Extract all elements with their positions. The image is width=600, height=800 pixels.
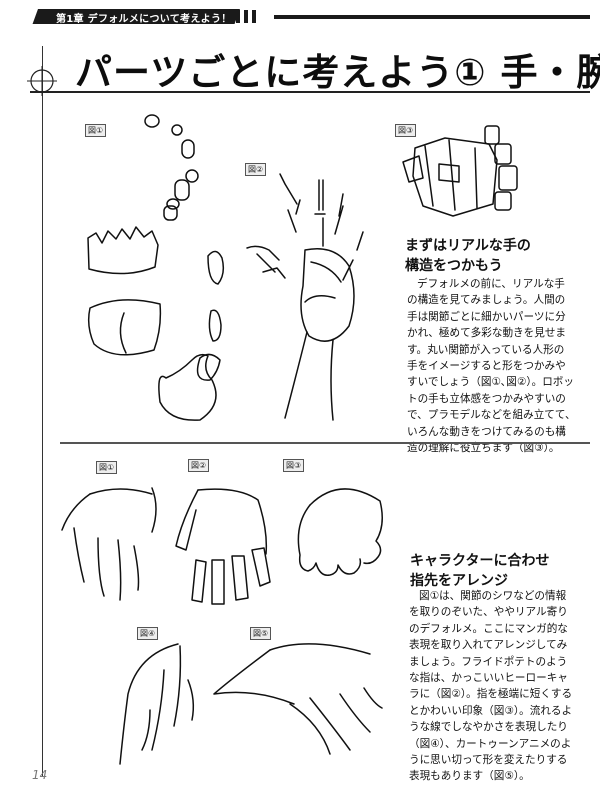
section1-heading: まずはリアルな手の 構造をつかもう [405,236,531,276]
section1-body: デフォルメの前に、リアルな手 の構造を見てみましょう。人間の 手は関節ごとに細か… [407,276,576,456]
body-line: で、プラモデルなどを組み立てて、 [407,409,576,422]
body-line: ラに（図②）。指を極端に短くする [409,688,573,701]
body-line: 手は関節ごとに細かいパーツに分 [407,310,566,323]
header-rule [274,15,590,19]
section2-heading: キャラクターに合わせ 指先をアレンジ [410,551,549,591]
cartoon-hand-illustration [213,643,383,755]
header-stripe [252,10,256,23]
fries-hand-illustration [175,488,271,605]
body-line: 手をイメージすると形をつかみや [407,359,566,372]
body-line: （図④）、カートゥーンアニメのよ [409,737,572,750]
realistic-hand-illustration [246,173,364,421]
body-line: トの手も立体感をつかみやすいの [407,392,566,405]
semi-real-hand-illustration [61,487,157,601]
page-title: パーツごとに考えよう① 手・腕 [75,51,600,94]
figure-label-top-2: 図② [245,163,267,176]
body-line: とかわいい印象（図③）。流れるよ [409,704,573,717]
margin-line [42,46,43,776]
section2-heading-line: キャラクターに合わせ [410,553,550,569]
body-line: す。丸い関節が入っている人形の [407,343,565,356]
section1-heading-line: 構造をつかもう [405,258,503,274]
body-line: のデフォルメ。ここにマンガ的な [409,622,568,635]
body-line: を取りのぞいた、ややリアル寄り [409,606,568,619]
flowing-hand-illustration [119,643,195,765]
robot-hand-illustration [402,125,518,217]
body-line: デフォルメの前に、リアルな手 [417,278,565,290]
title-rule [30,91,590,93]
section2-body: 図①は、関節のシワなどの情報 を取りのぞいた、ややリアル寄り のデフォルメ。ここ… [409,588,572,785]
figure-label-top-3: 図③ [395,124,417,137]
section1-heading-line: まずはリアルな手の [405,238,531,254]
body-line: すいでしょう（図①､図②）。ロボッ [407,376,574,389]
header-stripe [236,10,240,23]
figure-label-top-1: 図① [85,124,107,137]
body-line: 造の理解に役立ちます（図③）。 [407,441,560,454]
header-stripe [244,10,248,23]
body-line: の構造を見てみましょう。人間の [407,294,566,307]
short-finger-hand-illustration [297,488,383,576]
body-line: うに思い切って形を変えたりする [409,753,568,766]
figure-label-bottom-3: 図③ [283,459,305,472]
figure-label-bottom-1: 図① [96,461,118,474]
figure-label-bottom-5: 図⑤ [250,627,272,640]
body-line: うな線でしなやかさを表現したり [409,721,568,734]
section-divider [60,442,590,444]
figure-label-bottom-2: 図② [188,459,210,472]
body-line: 表現もあります（図⑤）。 [409,770,530,783]
figure-label-bottom-4: 図④ [137,627,159,640]
body-line: 表現を取り入れてアレンジしてみ [409,639,568,652]
chapter-header-text: 第1章 デフォルメについて考えよう！ [56,14,232,25]
section2-heading-line: 指先をアレンジ [410,573,508,589]
body-line: いろんな動きをつけてみるのも構 [407,425,566,438]
body-line: ましょう。フライドポテトのよう [409,655,568,668]
body-line: かれ、極めて多彩な動きを見せま [407,327,567,340]
body-line: 図①は、関節のシワなどの情報 [419,590,567,602]
body-line: な指は、かっこいいヒーローキャ [409,671,568,684]
page-number: 14 [32,768,48,782]
doll-hand-parts-illustration [87,114,225,421]
